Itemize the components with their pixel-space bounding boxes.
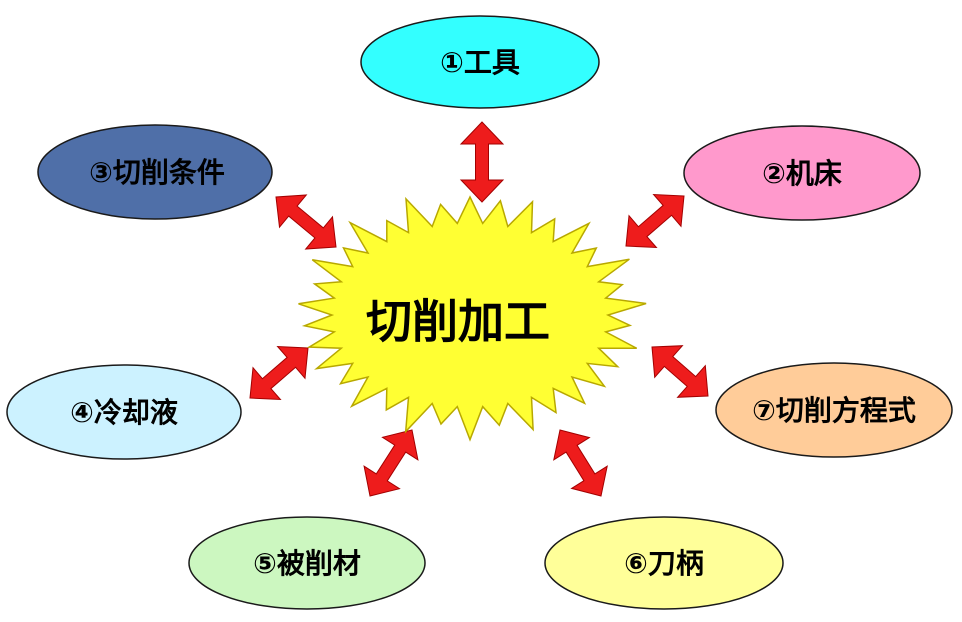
center-burst: 切削加工 — [298, 195, 647, 442]
arrow-tool-holder — [553, 429, 608, 497]
node-workpiece: ⑤被削材 — [188, 516, 426, 610]
node-cutting-conditions: ③切削条件 — [37, 124, 273, 220]
node-tool: ①工具 — [360, 15, 600, 109]
node-coolant-ellipse — [6, 364, 242, 460]
node-workpiece-label: ⑤被削材 — [253, 547, 361, 580]
arrow-workpiece — [363, 429, 419, 497]
arrow-tool — [459, 121, 505, 203]
arrow-cutting-conditions — [275, 194, 337, 250]
arrow-group — [249, 121, 709, 497]
node-coolant-label: ④冷却液 — [70, 396, 178, 429]
arrow-cutting-equation — [651, 345, 709, 398]
center-starburst-shape — [298, 195, 647, 442]
node-coolant: ④冷却液 — [6, 364, 242, 460]
node-tool-holder-label: ⑥刀柄 — [624, 547, 704, 580]
node-machine-label: ②机床 — [762, 157, 842, 190]
node-tool-ellipse — [360, 15, 600, 109]
node-tool-holder: ⑥刀柄 — [544, 516, 784, 610]
center-title: 切削加工 — [366, 295, 550, 349]
node-tool-holder-ellipse — [544, 516, 784, 610]
arrow-coolant — [249, 345, 309, 401]
node-machine: ②机床 — [683, 125, 921, 221]
node-cutting-conditions-ellipse — [37, 124, 273, 220]
node-machine-ellipse — [683, 125, 921, 221]
arrow-machine — [625, 193, 685, 249]
node-cutting-conditions-label: ③切削条件 — [89, 156, 225, 189]
node-workpiece-ellipse — [188, 516, 426, 610]
node-tool-label: ①工具 — [440, 46, 520, 79]
node-cutting-equation-ellipse — [715, 362, 953, 458]
node-cutting-equation: ⑦切削方程式 — [715, 362, 953, 458]
node-cutting-equation-label: ⑦切削方程式 — [752, 394, 916, 427]
